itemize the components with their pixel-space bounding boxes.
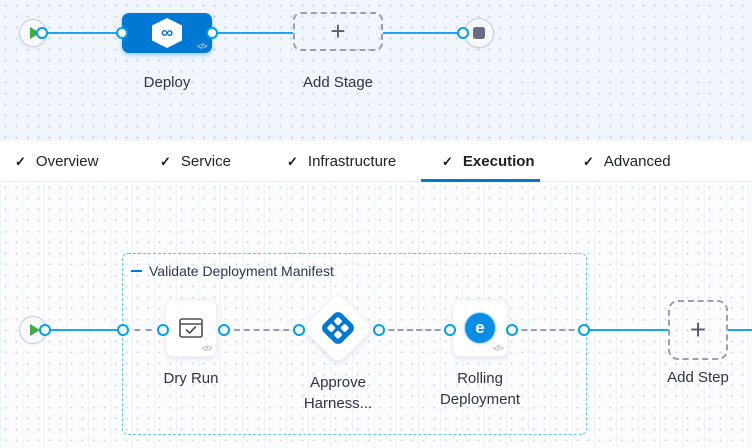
connector-line — [383, 32, 463, 34]
yaml-code-icon[interactable]: </> — [202, 344, 212, 353]
tab-service[interactable]: ✓ Service — [160, 141, 231, 182]
yaml-code-icon[interactable]: </> — [493, 344, 503, 353]
tab-advanced[interactable]: ✓ Advanced — [583, 141, 671, 182]
step-group-title: Validate Deployment Manifest — [149, 263, 334, 279]
connector-point[interactable] — [36, 27, 48, 39]
approval-icon — [320, 310, 356, 346]
add-step-button[interactable]: + — [668, 300, 728, 360]
stage-deploy[interactable]: ∞ </> — [122, 13, 212, 53]
connector-point[interactable] — [506, 324, 518, 336]
plus-icon: + — [330, 16, 345, 47]
connector-line — [379, 329, 450, 331]
connector-point[interactable] — [117, 324, 129, 336]
connector-point[interactable] — [206, 27, 218, 39]
check-icon: ✓ — [442, 154, 453, 170]
step-label-approve: Approve Harness... — [288, 372, 388, 414]
stage-canvas[interactable]: ∞ </> + Deploy Add Stage — [0, 0, 752, 141]
connector-point[interactable] — [157, 324, 169, 336]
connector-line — [45, 329, 123, 331]
connector-point[interactable] — [116, 27, 128, 39]
connector-point[interactable] — [373, 324, 385, 336]
connector-line — [728, 329, 752, 331]
add-stage-button[interactable]: + — [293, 12, 383, 51]
check-icon: ✓ — [15, 154, 26, 170]
yaml-code-icon[interactable]: </> — [197, 42, 207, 51]
dry-run-icon — [178, 316, 204, 340]
step-label-dry-run: Dry Run — [141, 368, 241, 389]
collapse-icon[interactable] — [131, 270, 142, 273]
connector-point[interactable] — [39, 324, 51, 336]
step-dry-run[interactable]: </> — [165, 299, 217, 357]
connector-line — [512, 329, 584, 331]
stage-label: Deploy — [117, 72, 217, 93]
plus-icon: + — [690, 314, 706, 346]
check-icon: ✓ — [583, 154, 594, 170]
tab-execution[interactable]: ✓ Execution — [442, 141, 535, 182]
connector-line — [584, 329, 668, 331]
tab-overview[interactable]: ✓ Overview — [15, 141, 98, 182]
connector-point[interactable] — [578, 324, 590, 336]
connector-line — [224, 329, 299, 331]
rolling-deployment-icon: e — [465, 313, 495, 343]
connector-point[interactable] — [293, 324, 305, 336]
play-icon — [30, 324, 40, 336]
step-label-rolling: Rolling Deployment — [430, 368, 530, 410]
connector-line — [45, 32, 122, 34]
connector-point[interactable] — [218, 324, 230, 336]
stop-icon — [473, 27, 485, 39]
stage-tabbar: ✓ Overview ✓ Service ✓ Infrastructure ✓ … — [0, 141, 752, 182]
check-icon: ✓ — [287, 154, 298, 170]
connector-point[interactable] — [444, 324, 456, 336]
harness-cd-icon: ∞ — [152, 18, 182, 48]
connector-point[interactable] — [457, 27, 469, 39]
add-step-label: Add Step — [648, 367, 748, 388]
step-group-header[interactable]: Validate Deployment Manifest — [131, 261, 334, 281]
tab-infrastructure[interactable]: ✓ Infrastructure — [287, 141, 396, 182]
check-icon: ✓ — [160, 154, 171, 170]
add-stage-label: Add Stage — [288, 72, 388, 93]
connector-line — [212, 32, 293, 34]
step-rolling-deployment[interactable]: e </> — [452, 299, 508, 357]
